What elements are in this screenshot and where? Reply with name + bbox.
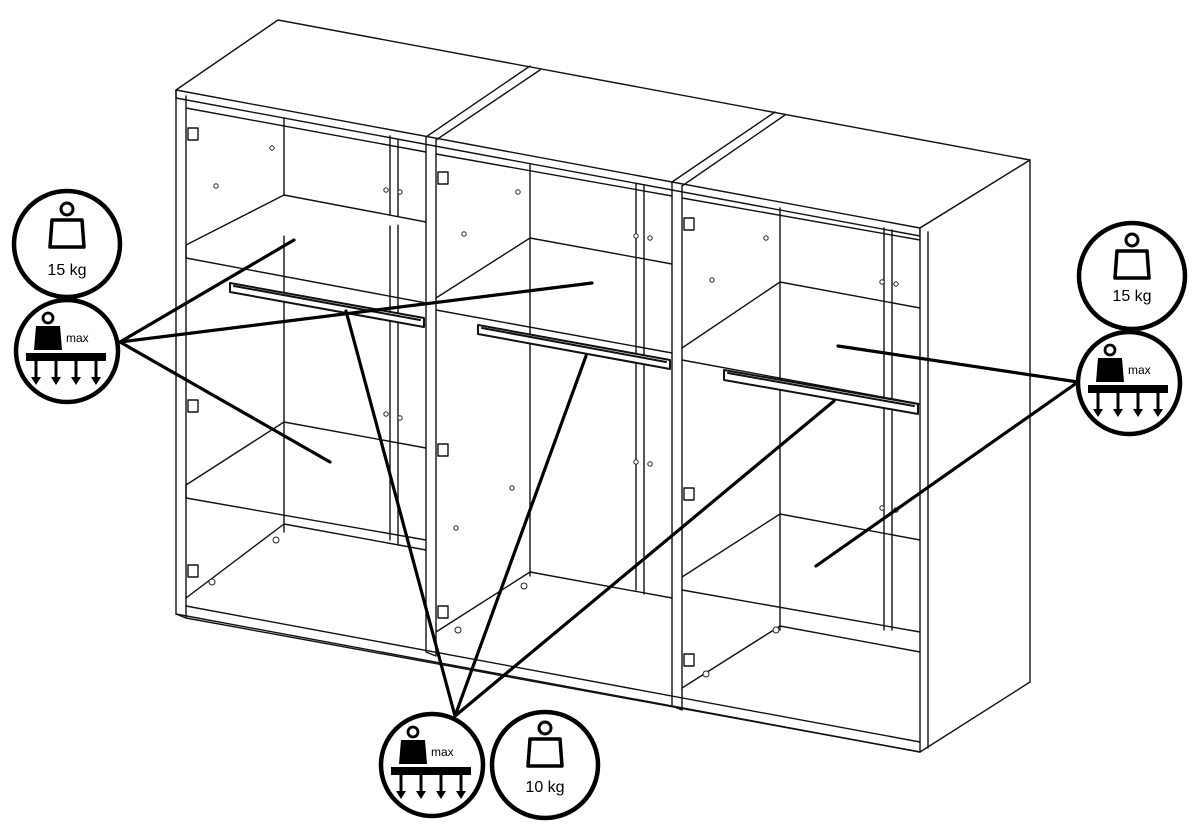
- weight-badge-left: 15 kg: [11, 188, 123, 300]
- max-load-badge-left: max: [13, 297, 121, 405]
- leader-left-rail: [344, 309, 457, 718]
- leader-middle-rail: [453, 354, 588, 718]
- max-load-icon: [1088, 343, 1168, 417]
- weight-limit-label: 10 kg: [525, 779, 564, 796]
- wardrobe-cabinet: [175, 19, 1031, 753]
- door-hinges: [187, 127, 695, 667]
- weight-icon: [1113, 232, 1151, 280]
- leader-lines: [118, 238, 1080, 718]
- max-label: max: [431, 745, 454, 759]
- max-load-badge-bottom: max: [378, 711, 486, 819]
- max-label: max: [1128, 363, 1151, 377]
- max-load-icon: [26, 311, 106, 385]
- max-load-badge-right: max: [1075, 329, 1183, 437]
- leader-right-rail: [453, 399, 836, 718]
- shelf-pin-holes: [208, 145, 899, 678]
- leader-right-lower-shelf: [814, 380, 1080, 568]
- weight-badge-right: 15 kg: [1076, 220, 1188, 332]
- weight-limit-label: 15 kg: [1112, 288, 1151, 305]
- weight-badge-bottom: 10 kg: [489, 709, 601, 821]
- leader-middle-upper-shelf: [118, 281, 594, 344]
- weight-icon: [48, 201, 86, 249]
- weight-limit-label: 15 kg: [47, 262, 86, 279]
- leader-left-upper-shelf: [118, 238, 296, 344]
- max-load-icon: [391, 725, 471, 799]
- leader-right-upper-shelf: [836, 344, 1080, 384]
- weight-icon: [526, 720, 564, 768]
- hanging-rails: [229, 282, 919, 415]
- leader-left-lower-shelf: [118, 340, 332, 464]
- max-label: max: [66, 331, 89, 345]
